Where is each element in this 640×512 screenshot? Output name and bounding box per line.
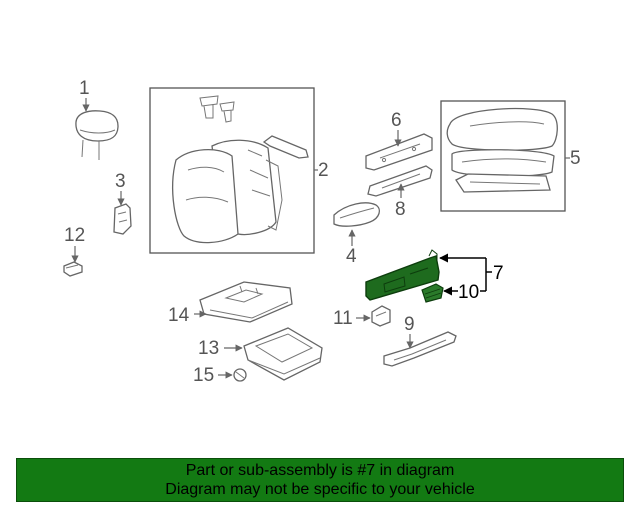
callout-14: 14 bbox=[168, 305, 190, 326]
part-5-group-box bbox=[440, 100, 566, 212]
part-2-seat-back[interactable] bbox=[172, 95, 309, 244]
callout-5: 5 bbox=[570, 148, 581, 169]
callout-2: 2 bbox=[318, 160, 329, 181]
part-10-knob[interactable] bbox=[421, 283, 444, 303]
part-14-cushion-frame[interactable] bbox=[199, 281, 293, 323]
callout-11: 11 bbox=[333, 308, 353, 329]
callout-10: 10 bbox=[458, 282, 479, 303]
callout-12: 12 bbox=[64, 225, 85, 246]
part-1-headrest[interactable] bbox=[75, 110, 119, 160]
callout-7: 7 bbox=[493, 263, 504, 284]
banner-line-1: Part or sub-assembly is #7 in diagram bbox=[185, 462, 455, 479]
callout-4: 4 bbox=[346, 246, 357, 267]
part-11-clip[interactable] bbox=[371, 305, 391, 327]
part-8-lower-rail[interactable] bbox=[367, 165, 433, 197]
part-4-armrest[interactable] bbox=[333, 202, 381, 227]
bracket-7-10 bbox=[439, 253, 492, 296]
part-12-small-clip[interactable] bbox=[63, 261, 83, 277]
part-5-seat-cushion[interactable] bbox=[446, 107, 558, 193]
callout-15: 15 bbox=[193, 365, 214, 386]
part-6-upper-rail[interactable] bbox=[365, 133, 433, 171]
banner-line-2: Diagram may not be specific to your vehi… bbox=[165, 481, 475, 498]
callout-9: 9 bbox=[404, 314, 415, 335]
callout-3: 3 bbox=[115, 171, 126, 192]
callout-13: 13 bbox=[198, 338, 219, 359]
callout-8: 8 bbox=[395, 199, 406, 220]
part-13-cushion-pad[interactable] bbox=[243, 327, 323, 381]
callout-6: 6 bbox=[391, 110, 402, 131]
part-9-rail-cover[interactable] bbox=[383, 331, 457, 367]
part-7-side-trim-cover[interactable] bbox=[365, 249, 440, 301]
callout-1: 1 bbox=[79, 78, 90, 99]
part-15-knob[interactable] bbox=[233, 368, 247, 382]
info-banner: Part or sub-assembly is #7 in diagram Di… bbox=[16, 458, 624, 502]
part-3-bracket[interactable] bbox=[113, 203, 132, 235]
